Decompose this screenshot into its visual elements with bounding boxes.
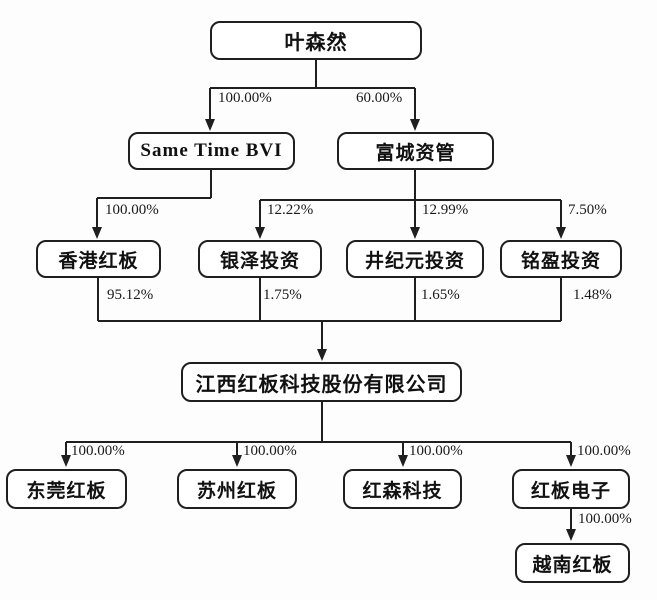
ownership-label-jiangxi-dongguan: 100.00% (71, 443, 125, 459)
ownership-label-jiangxi-suzhou: 100.00% (243, 443, 297, 459)
ownership-label-dianzi-yuenan: 100.00% (578, 511, 632, 527)
node-same-time-bvi: Same Time BVI (128, 132, 295, 170)
ownership-label-fucheng-mingying: 7.50% (568, 202, 607, 218)
ownership-label-yinze-jiangxi: 1.75% (263, 287, 302, 303)
ownership-label-jiangxi-hongsen: 100.00% (409, 443, 463, 459)
ownership-label-mingying-jiangxi: 1.48% (573, 287, 612, 303)
node-yuenan-hongban: 越南红板 (515, 543, 630, 583)
node-suzhou-hongban: 苏州红板 (177, 469, 297, 509)
node-hongsen-keji: 红森科技 (343, 469, 462, 509)
node-yinze-touzi: 银泽投资 (198, 240, 322, 278)
node-jiangxi-hongban: 江西红板科技股份有限公司 (181, 362, 462, 402)
ownership-label-jing-jiangxi: 1.65% (421, 287, 460, 303)
ownership-label-fucheng-yinze: 12.22% (267, 202, 314, 218)
ownership-label-ye-fucheng: 60.00% (356, 90, 403, 106)
ownership-label-ye-bvi: 100.00% (218, 90, 272, 106)
node-mingying-touzi: 铭盈投资 (500, 240, 622, 278)
ownership-label-bvi-hk: 100.00% (105, 202, 159, 218)
node-ye-senran: 叶森然 (210, 21, 422, 60)
ownership-label-hk-jiangxi: 95.12% (107, 287, 154, 303)
node-hongban-dianzi: 红板电子 (512, 469, 630, 509)
ownership-label-fucheng-jing: 12.99% (422, 202, 469, 218)
node-dongguan-hongban: 东莞红板 (6, 469, 127, 509)
node-jingjiyuan-touzi: 井纪元投资 (346, 240, 484, 278)
node-hongkong-hongban: 香港红板 (36, 240, 161, 278)
node-fucheng-ziguan: 富城资管 (337, 132, 494, 170)
ownership-label-jiangxi-dianzi: 100.00% (577, 443, 631, 459)
